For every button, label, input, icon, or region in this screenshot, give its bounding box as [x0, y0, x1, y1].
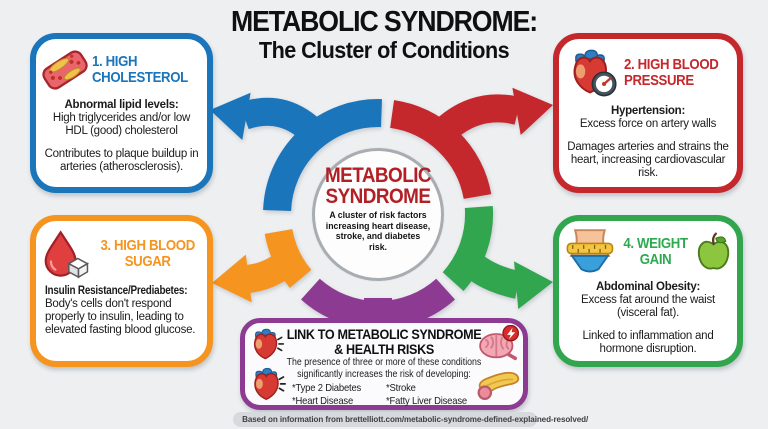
lead-text: Abdominal Obesity:: [595, 281, 701, 293]
source-attribution: Based on information from brettelliott.c…: [233, 412, 588, 427]
box-high-blood-pressure: 2. HIGH BLOOD PRESSURE Hypertension: Exc…: [553, 33, 743, 193]
apple-icon: [697, 232, 730, 270]
box-title-weight-gain: 4. WEIGHT GAIN: [623, 235, 688, 268]
body-text: Linked to inflammation and hormone disru…: [582, 330, 714, 356]
heart-icon: [253, 328, 285, 360]
risk-item: *Fatty Liver Disease: [386, 394, 468, 407]
hub-metabolic-syndrome: METABOLIC SYNDROME A cluster of risk fac…: [312, 148, 444, 281]
page-title: METABOLIC SYNDROME: The Cluster of Condi…: [214, 6, 554, 63]
body-text: Body's cells don't respond properly to i…: [45, 298, 196, 337]
blood-drop-sugar-cube-icon: [44, 230, 89, 279]
arrowhead-blood-pressure: [512, 87, 553, 136]
box-body-high-cholesterol: Abnormal lipid levels: High triglyceride…: [36, 96, 207, 175]
arrowhead-weight-gain: [514, 261, 553, 310]
link-box-intro: The presence of three or more of these c…: [286, 357, 482, 381]
box-high-blood-sugar: 3. HIGH BLOOD SUGAR Insulin Resistance/P…: [30, 215, 213, 367]
pancreas-icon: [477, 371, 520, 400]
arrow-weight-gain: [442, 206, 522, 299]
arrowhead-blood-sugar: [212, 254, 252, 303]
body-text: High triglycerides and/or low HDL (good)…: [52, 112, 191, 138]
arrowhead-cholesterol: [210, 92, 251, 141]
arrow-blood-pressure: [389, 94, 522, 200]
body-text: Damages arteries and strains the heart, …: [567, 141, 729, 180]
brain-stroke-icon: [479, 325, 520, 361]
page-title-line2: The Cluster of Conditions: [258, 36, 510, 63]
artery-plaque-icon: [42, 50, 88, 90]
lead-text: Insulin Resistance/Prediabetes:: [45, 285, 188, 297]
box-link-health-risks: LINK TO METABOLIC SYNDROME & HEALTH RISK…: [240, 318, 528, 410]
box-title-high-blood-sugar: 3. HIGH BLOOD SUGAR: [100, 237, 195, 270]
arrow-blood-sugar: [244, 228, 312, 293]
arrow-cholesterol: [239, 97, 382, 212]
body-text: Excess fat around the waist (visceral fa…: [581, 294, 715, 320]
heart-gauge-icon: [573, 49, 617, 97]
risk-item: *Type 2 Diabetes: [291, 381, 361, 394]
risk-list: *Type 2 Diabetes *Heart Disease *Stroke …: [245, 382, 523, 408]
risk-item: *Heart Disease: [291, 394, 353, 407]
box-body-weight-gain: Abdominal Obesity: Excess fat around the…: [559, 278, 737, 357]
risk-list-col1: *Type 2 Diabetes *Heart Disease: [292, 382, 369, 408]
body-text: Excess force on artery walls: [579, 118, 717, 131]
box-high-cholesterol: 1. HIGH CHOLESTEROL Abnormal lipid level…: [30, 33, 213, 193]
box-title-high-blood-pressure: 2. HIGH BLOOD PRESSURE: [623, 56, 719, 89]
waist-tape-icon: [566, 229, 614, 273]
box-body-high-blood-pressure: Hypertension: Excess force on artery wal…: [559, 102, 737, 181]
box-body-high-blood-sugar: Insulin Resistance/Prediabetes: Body's c…: [36, 282, 207, 337]
risk-list-col2: *Stroke *Fatty Liver Disease: [386, 382, 476, 408]
body-text: Contributes to plaque buildup in arterie…: [44, 148, 199, 174]
risk-item: *Stroke: [386, 381, 417, 394]
hub-description: A cluster of risk factors increasing hea…: [325, 210, 431, 254]
box-title-high-cholesterol: 1. HIGH CHOLESTEROL: [92, 53, 188, 86]
heart-icon: [254, 367, 286, 401]
lead-text: Hypertension:: [610, 105, 686, 117]
page-title-line1: METABOLIC SYNDROME:: [230, 6, 538, 38]
lead-text: Abnormal lipid levels:: [64, 99, 179, 111]
box-weight-gain: 4. WEIGHT GAIN Abdominal Obesity: Excess…: [553, 215, 743, 367]
link-box-title: LINK TO METABOLIC SYNDROME & HEALTH RISK…: [286, 326, 482, 357]
hub-title: METABOLIC SYNDROME: [324, 164, 432, 208]
